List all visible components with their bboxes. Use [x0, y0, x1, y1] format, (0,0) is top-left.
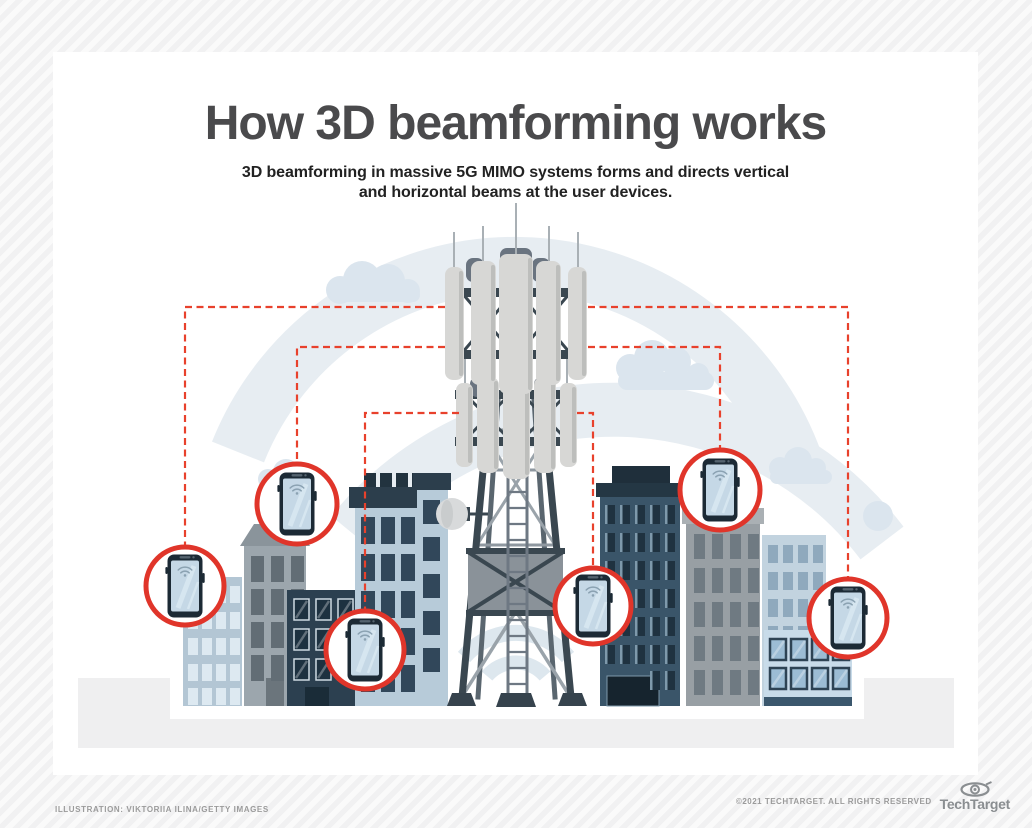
techtarget-eye-icon — [960, 781, 992, 797]
techtarget-logo: TechTarget — [940, 780, 1010, 811]
footer-right: ©2021 TECHTARGET. ALL RIGHTS RESERVED Te… — [736, 780, 1010, 811]
page-title: How 3D beamforming works — [204, 97, 827, 150]
header: How 3D beamforming works 3D beamforming … — [53, 52, 978, 203]
page-subtitle: 3D beamforming in massive 5G MIMO system… — [241, 164, 790, 201]
footer-copyright: ©2021 TECHTARGET. ALL RIGHTS RESERVED — [735, 797, 932, 806]
brand-name: TechTarget — [939, 796, 1011, 812]
footer-credit: ILLUSTRATION: VIKTORIIA ILINA/GETTY IMAG… — [55, 805, 269, 814]
